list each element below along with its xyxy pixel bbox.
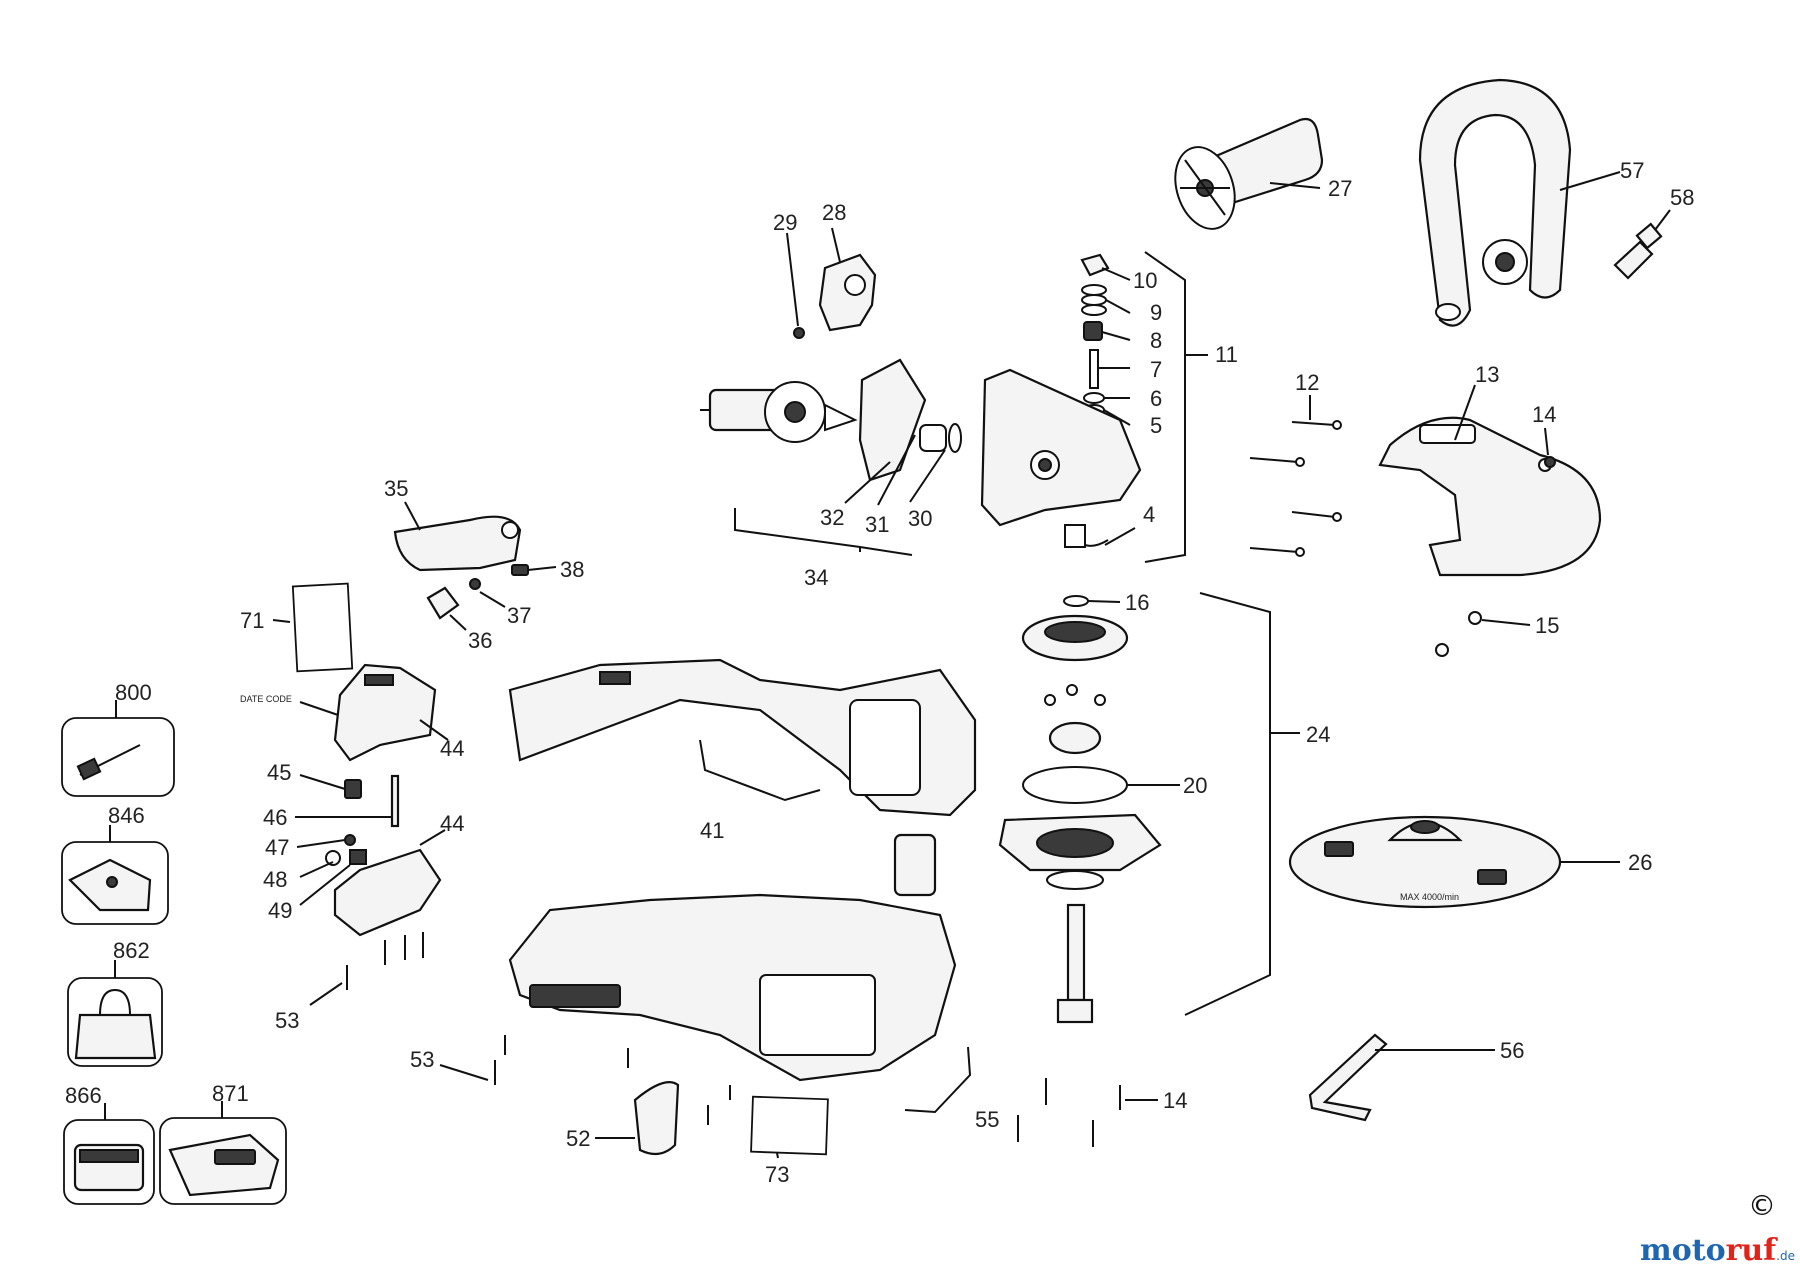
part-label-871: 871 [212, 1081, 249, 1106]
rubber-grip-part [633, 1081, 680, 1156]
part-label-41: 41 [700, 818, 724, 843]
switch-cover-part [893, 833, 937, 897]
part-label-44-bottom: 44 [440, 811, 464, 836]
part-label-27: 27 [1328, 176, 1352, 201]
part-label-46: 46 [263, 805, 287, 830]
part-label-7: 7 [1150, 357, 1162, 382]
part-label-846: 846 [108, 803, 145, 828]
bail-handle-part [1418, 78, 1572, 327]
watermark-logo: motoruf.de [1640, 1233, 1795, 1268]
guard-screws-part [1249, 420, 1342, 557]
part-label-8: 8 [1150, 328, 1162, 353]
part-label-58: 58 [1670, 185, 1694, 210]
part-label-57: 57 [1620, 158, 1644, 183]
pad-text: MAX 4000/min [1400, 892, 1459, 902]
small-screws-part [1435, 456, 1556, 657]
part-label-14-bottom: 14 [1163, 1088, 1187, 1113]
spindle-lock-stack-part [1080, 253, 1110, 416]
part-label-29: 29 [773, 210, 797, 235]
label-plate-part [750, 1095, 829, 1156]
accessory-862-box [67, 977, 163, 1067]
part-label-53-left: 53 [275, 1008, 299, 1033]
part-label-45: 45 [267, 760, 291, 785]
part-label-48: 48 [263, 867, 287, 892]
side-handle-part [1174, 117, 1324, 230]
part-label-56: 56 [1500, 1038, 1524, 1063]
housing-side-screws [494, 1035, 731, 1125]
part-label-32: 32 [820, 505, 844, 530]
switch-module-part [793, 253, 877, 339]
motor-field-part [508, 658, 977, 817]
part-label-55: 55 [975, 1107, 999, 1132]
part-label-5: 5 [1150, 413, 1162, 438]
part-label-52: 52 [566, 1126, 590, 1151]
part-label-49: 49 [268, 898, 292, 923]
part-label-9: 9 [1150, 300, 1162, 325]
part-label-12: 12 [1295, 370, 1319, 395]
part-label-13: 13 [1475, 362, 1499, 387]
watermark-suffix: .de [1776, 1249, 1795, 1263]
watermark-part2: ruf [1726, 1233, 1779, 1268]
watermark-part1: moto [1640, 1233, 1726, 1268]
accessory-871-box [159, 1117, 287, 1205]
part-label-24: 24 [1306, 722, 1330, 747]
armature-part [700, 358, 962, 482]
trigger-assembly-part [393, 515, 529, 620]
part-label-16: 16 [1125, 590, 1149, 615]
bottom-screws-part [1017, 1078, 1121, 1147]
part-label-866: 866 [65, 1083, 102, 1108]
part-label-4: 4 [1143, 502, 1155, 527]
part-label-30: 30 [908, 506, 932, 531]
part-label-36: 36 [468, 628, 492, 653]
label-sheet-part [291, 582, 354, 673]
main-housing-part [508, 893, 957, 1082]
part-label-73: 73 [765, 1162, 789, 1187]
accessory-846-box [61, 841, 169, 925]
spindle-assembly-part [998, 595, 1162, 1024]
rear-housing-bottom-part [333, 848, 442, 937]
part-label-15: 15 [1535, 613, 1559, 638]
part-label-38: 38 [560, 557, 584, 582]
rear-housing-top-part [333, 663, 437, 762]
part-label-34: 34 [804, 565, 828, 590]
part-label-28: 28 [822, 200, 846, 225]
svg-text:motoruf.de: motoruf.de [1640, 1233, 1795, 1268]
part-label-71: 71 [240, 608, 264, 633]
accessory-866-box [63, 1119, 155, 1205]
part-label-800: 800 [115, 680, 152, 705]
backing-pad-part: MAX 4000/min [1288, 815, 1562, 909]
part-label-37: 37 [507, 603, 531, 628]
part-label-6: 6 [1150, 386, 1162, 411]
part-label-20: 20 [1183, 773, 1207, 798]
date-code-label: DATE CODE [240, 694, 292, 704]
guard-part [1378, 416, 1602, 577]
part-label-862: 862 [113, 938, 150, 963]
knob-part [1613, 222, 1663, 280]
part-label-35: 35 [384, 476, 408, 501]
part-label-47: 47 [265, 835, 289, 860]
hex-key-part [1308, 1033, 1388, 1122]
part-label-11: 11 [1215, 342, 1238, 367]
housing-screws-part [346, 932, 424, 990]
copyright-symbol: © [1748, 1189, 1776, 1222]
part-label-10: 10 [1133, 268, 1157, 293]
accessory-800-box [61, 717, 175, 797]
gear-housing-part [980, 368, 1142, 548]
small-latch-parts [325, 774, 400, 866]
part-labels: 27 57 58 28 29 10 9 8 7 6 5 11 4 12 13 1… [65, 158, 1694, 1187]
part-label-31: 31 [865, 512, 889, 537]
part-label-44-top: 44 [440, 736, 464, 761]
part-label-53-right: 53 [410, 1047, 434, 1072]
part-label-14-top: 14 [1532, 402, 1556, 427]
part-label-26: 26 [1628, 850, 1652, 875]
leader-lines [104, 171, 1671, 1159]
